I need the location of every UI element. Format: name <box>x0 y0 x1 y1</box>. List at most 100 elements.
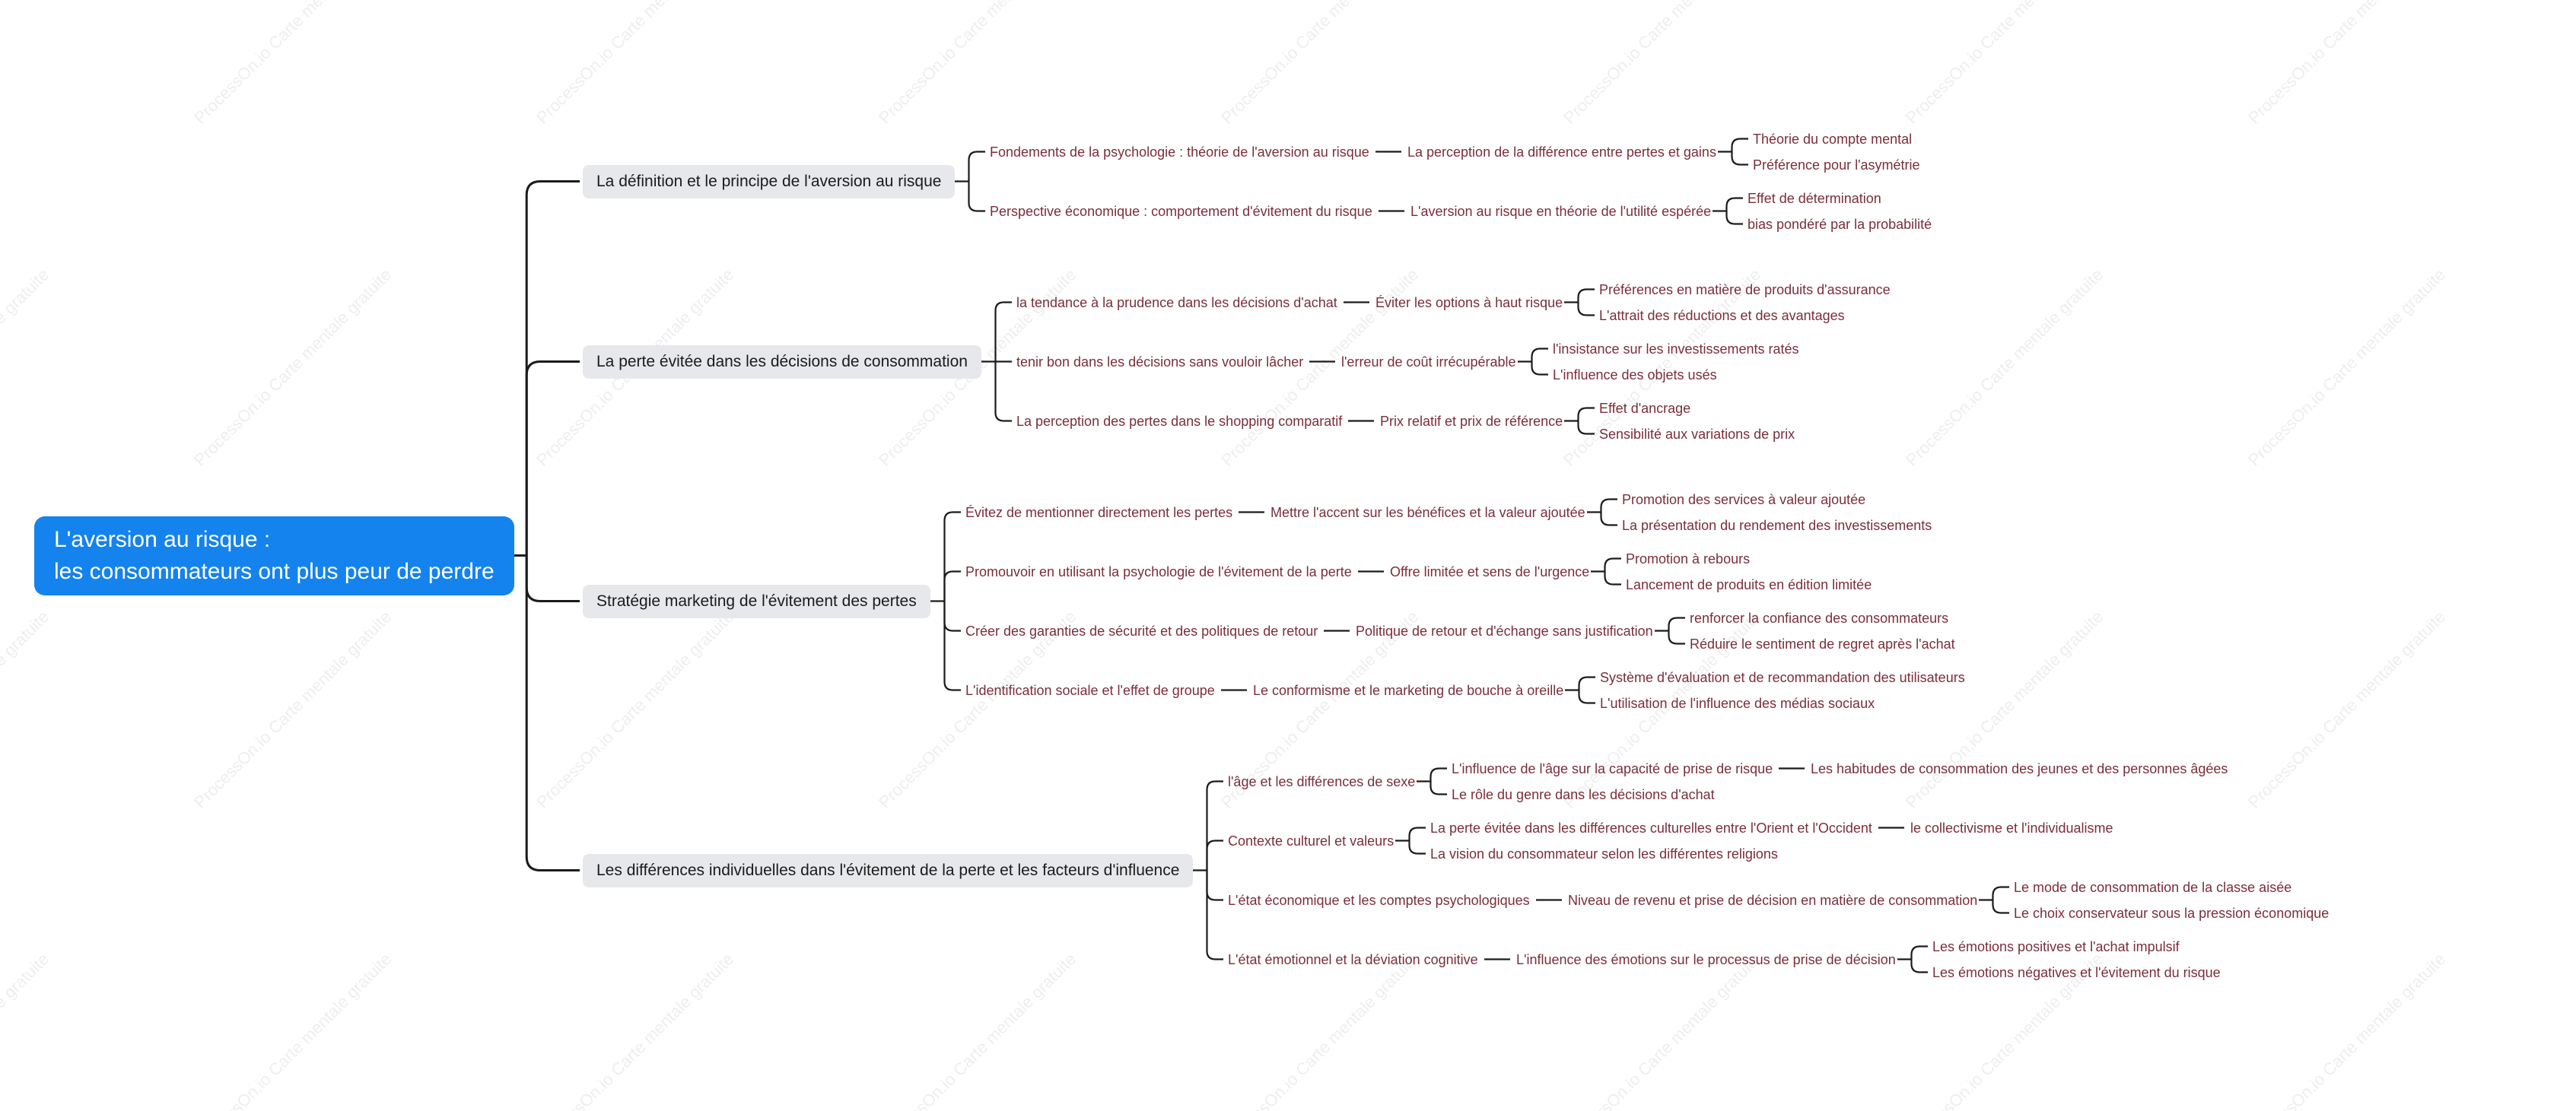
topic-theorie-du-compte-mental[interactable]: Théorie du compte mental <box>1753 131 1913 147</box>
connector-line <box>1577 302 1595 316</box>
connector-line <box>525 555 580 871</box>
connector-line <box>1206 870 1223 901</box>
topic-reduire-le-sentiment-de-regret-apres-l-a[interactable]: Réduire le sentiment de regret après l'a… <box>1690 636 1955 652</box>
connector-line <box>1577 407 1595 421</box>
topic-l-insistance-sur-les-investissements-rat[interactable]: l'insistance sur les investissements rat… <box>1553 341 1799 357</box>
topic-l-etat-emotionnel-et-la-deviation-cognit[interactable]: L'état émotionnel et la déviation cognit… <box>1228 951 1478 967</box>
topic-effet-d-ancrage[interactable]: Effet d'ancrage <box>1599 400 1691 416</box>
topic-les-habitudes-de-consommation-des-jeunes[interactable]: Les habitudes de consommation des jeunes… <box>1811 760 2228 776</box>
topic-l-erreur-de-cout-irrecuperable[interactable]: l'erreur de coût irrécupérable <box>1341 354 1516 370</box>
topic-le-conformisme-et-le-marketing-de-bouche[interactable]: Le conformisme et le marketing de bouche… <box>1253 682 1564 698</box>
connector-line <box>1206 840 1223 871</box>
connector-line <box>1206 780 1223 871</box>
topic-la-perte-evitee-dans-les-differences-cul[interactable]: La perte évitée dans les différences cul… <box>1430 820 1872 836</box>
connector-line <box>1206 870 1223 960</box>
topic-promouvoir-en-utilisant-la-psychologie-d[interactable]: Promouvoir en utilisant la psychologie d… <box>965 563 1352 579</box>
topic-la-perception-de-la-difference-entre-per[interactable]: La perception de la différence entre per… <box>1407 144 1716 160</box>
topic-la-vision-du-consommateur-selon-les-diff[interactable]: La vision du consommateur selon les diff… <box>1430 846 1778 862</box>
topic-perspective-economique-comportement-d-ev[interactable]: Perspective économique : comportement d'… <box>990 203 1372 219</box>
topic-l-aversion-au-risque-en-theorie-de-l-uti[interactable]: L'aversion au risque en théorie de l'uti… <box>1410 203 1712 219</box>
connector-line <box>1578 676 1595 690</box>
branch-les-differences-individuelles-dans-l-evi[interactable]: Les différences individuelles dans l'évi… <box>583 853 1194 887</box>
connector-line <box>943 601 961 632</box>
central-topic-line: les consommateurs ont plus peur de perdr… <box>54 558 495 584</box>
topic-niveau-de-revenu-et-prise-de-decision-en[interactable]: Niveau de revenu et prise de décision en… <box>1568 892 1978 908</box>
topic-promotion-des-services-a-valeur-ajoutee[interactable]: Promotion des services à valeur ajoutée <box>1622 491 1866 507</box>
connector-line <box>1910 945 1928 960</box>
branch-strategie-marketing-de-l-evitement-des-p[interactable]: Stratégie marketing de l'évitement des p… <box>583 584 930 618</box>
topic-politique-de-retour-et-d-echange-sans-ju[interactable]: Politique de retour et d'échange sans ju… <box>1356 623 1653 639</box>
topic-les-emotions-negatives-et-l-evitement-du[interactable]: Les émotions négatives et l'évitement du… <box>1932 964 2221 980</box>
connector-line <box>1731 151 1748 166</box>
connector-line <box>1531 348 1548 362</box>
connector-line <box>1408 840 1426 855</box>
connector-line <box>994 361 1012 422</box>
topic-le-collectivisme-et-l-individualisme[interactable]: le collectivisme et l'individualisme <box>1910 820 2113 836</box>
connector-line <box>1668 617 1685 631</box>
connector-line <box>1600 498 1617 513</box>
topic-l-identification-sociale-et-l-effet-de-g[interactable]: L'identification sociale et l'effet de g… <box>965 682 1215 698</box>
connector-line <box>1992 886 2009 900</box>
topic-la-perception-des-pertes-dans-le-shoppin[interactable]: La perception des pertes dans le shoppin… <box>1016 413 1343 429</box>
connector-line <box>1992 900 2009 914</box>
topic-prix-relatif-et-prix-de-reference[interactable]: Prix relatif et prix de référence <box>1380 413 1563 429</box>
topic-tenir-bon-dans-les-decisions-sans-vouloi[interactable]: tenir bon dans les décisions sans vouloi… <box>1016 354 1304 370</box>
connector-line <box>1578 690 1595 704</box>
connector-line <box>1600 512 1617 526</box>
connector-line <box>525 180 580 556</box>
topic-l-influence-des-emotions-sur-le-processu[interactable]: L'influence des émotions sur le processu… <box>1516 951 1896 967</box>
topic-renforcer-la-confiance-des-consommateurs[interactable]: renforcer la confiance des consommateurs <box>1690 610 1949 626</box>
topic-l-etat-economique-et-les-comptes-psychol[interactable]: L'état économique et les comptes psychol… <box>1228 892 1530 908</box>
branch-la-perte-evitee-dans-les-decisions-de-co[interactable]: La perte évitée dans les décisions de co… <box>583 344 981 379</box>
connector-line <box>968 181 985 212</box>
topic-bias-pondere-par-la-probabilite[interactable]: bias pondéré par la probabilité <box>1748 216 1932 232</box>
topic-fondements-de-la-psychologie-theorie-de-[interactable]: Fondements de la psychologie : théorie d… <box>990 144 1369 160</box>
topic-effet-de-determination[interactable]: Effet de détermination <box>1748 190 1881 206</box>
topic-la-tendance-a-la-prudence-dans-les-decis[interactable]: la tendance à la prudence dans les décis… <box>1016 294 1337 310</box>
topic-promotion-a-rebours[interactable]: Promotion à rebours <box>1626 551 1751 567</box>
connector-line <box>994 301 1012 362</box>
topic-l-utilisation-de-l-influence-des-medias-[interactable]: L'utilisation de l'influence des médias … <box>1600 695 1875 711</box>
connector-line <box>1731 138 1748 152</box>
topic-evitez-de-mentionner-directement-les-per[interactable]: Évitez de mentionner directement les per… <box>965 504 1233 520</box>
connector-line <box>1604 557 1621 572</box>
connector-line <box>1604 571 1621 586</box>
connector-line <box>1577 288 1595 303</box>
connector-line <box>943 570 961 602</box>
central-topic[interactable]: L'aversion au risque : les consommateurs … <box>34 516 514 595</box>
topic-le-role-du-genre-dans-les-decisions-d-ac[interactable]: Le rôle du genre dans les décisions d'ac… <box>1452 786 1715 802</box>
topic-systeme-d-evaluation-et-de-recommandatio[interactable]: Système d'évaluation et de recommandatio… <box>1600 669 1965 685</box>
topic-les-emotions-positives-et-l-achat-impuls[interactable]: Les émotions positives et l'achat impuls… <box>1932 938 2180 954</box>
topic-l-influence-de-l-age-sur-la-capacite-de-[interactable]: L'influence de l'âge sur la capacité de … <box>1452 760 1773 776</box>
connector-line <box>1430 781 1447 795</box>
topic-lancement-de-produits-en-edition-limitee[interactable]: Lancement de produits en édition limitée <box>1626 576 1872 592</box>
connector-line <box>1910 959 1928 973</box>
topic-l-influence-des-objets-uses[interactable]: L'influence des objets usés <box>1553 367 1717 383</box>
connector-line <box>943 601 961 691</box>
topic-eviter-les-options-a-haut-risque[interactable]: Éviter les options à haut risque <box>1375 294 1563 310</box>
connector-line <box>968 151 985 182</box>
connector-line <box>525 555 580 602</box>
topic-preference-pour-l-asymetrie[interactable]: Préférence pour l'asymétrie <box>1753 157 1920 173</box>
topic-l-attrait-des-reductions-et-des-avantage[interactable]: L'attrait des réductions et des avantage… <box>1599 307 1845 323</box>
connector-line <box>1430 767 1447 782</box>
topic-le-mode-de-consommation-de-la-classe-ais[interactable]: Le mode de consommation de la classe ais… <box>2014 879 2292 895</box>
connector-line <box>1408 827 1426 841</box>
topic-creer-des-garanties-de-securite-et-des-p[interactable]: Créer des garanties de sécurité et des p… <box>965 623 1318 639</box>
topic-l-age-et-les-differences-de-sexe[interactable]: l'âge et les différences de sexe <box>1228 773 1416 789</box>
connector-line <box>1577 421 1595 435</box>
branch-la-definition-et-le-principe-de-l-aversi[interactable]: La définition et le principe de l'aversi… <box>583 164 956 198</box>
topic-preferences-en-matiere-de-produits-d-ass[interactable]: Préférences en matière de produits d'ass… <box>1599 281 1891 297</box>
topic-offre-limitee-et-sens-de-l-urgence[interactable]: Offre limitée et sens de l'urgence <box>1390 563 1590 579</box>
topic-contexte-culturel-et-valeurs[interactable]: Contexte culturel et valeurs <box>1228 833 1395 849</box>
topic-sensibilite-aux-variations-de-prix[interactable]: Sensibilité aux variations de prix <box>1599 426 1795 442</box>
central-topic-line: L'aversion au risque : <box>54 526 271 552</box>
topic-mettre-l-accent-sur-les-benefices-et-la-[interactable]: Mettre l'accent sur les bénéfices et la … <box>1271 504 1585 520</box>
connector-line <box>1725 197 1743 211</box>
connector-line <box>525 360 580 556</box>
connector-line <box>1725 211 1743 225</box>
topic-la-presentation-du-rendement-des-investi[interactable]: La présentation du rendement des investi… <box>1622 517 1932 533</box>
topic-le-choix-conservateur-sous-la-pression-e[interactable]: Le choix conservateur sous la pression é… <box>2014 905 2330 921</box>
